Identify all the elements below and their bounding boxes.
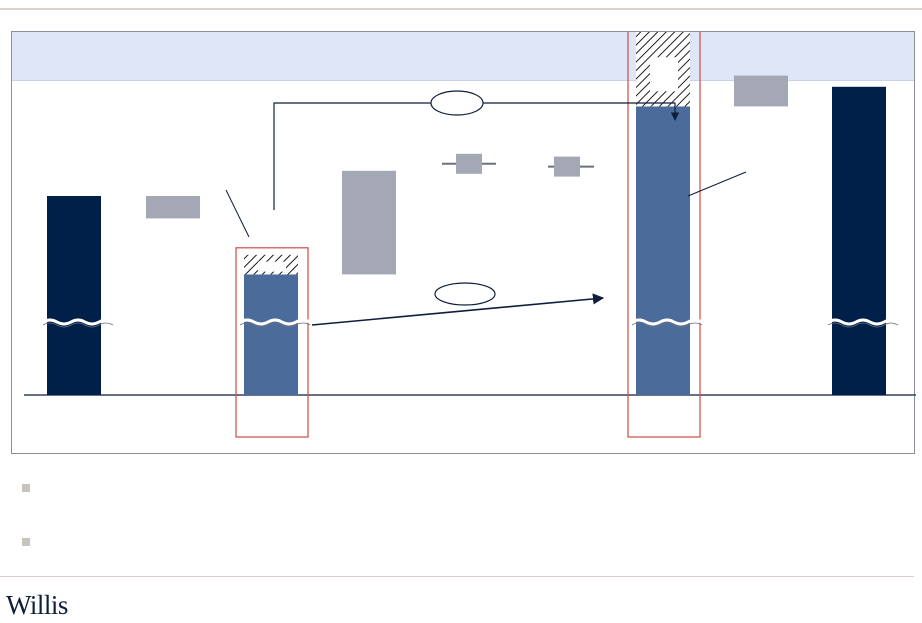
straight-arrow-label-oval xyxy=(434,282,496,306)
highlight-frame xyxy=(627,32,701,438)
straight-arrow xyxy=(311,293,605,326)
axis-break-outline xyxy=(827,322,899,328)
leader-line xyxy=(225,189,250,238)
bullet-list xyxy=(22,478,902,586)
willis-logo: Willis xyxy=(6,590,68,620)
bullet-marker-icon xyxy=(22,538,30,546)
bottom-divider xyxy=(0,576,914,577)
change-box xyxy=(342,170,396,275)
hatched-label-box xyxy=(650,57,678,92)
waterfall-chart xyxy=(24,32,916,438)
change-box xyxy=(734,75,788,107)
end-bar xyxy=(832,86,886,396)
axis-break-outline xyxy=(631,322,703,328)
start-bar xyxy=(47,196,101,395)
range-box xyxy=(456,153,482,174)
change-box xyxy=(146,196,200,219)
top-divider xyxy=(0,8,922,10)
axis-break-mark xyxy=(631,318,703,326)
chart-panel-header xyxy=(12,32,914,81)
axis-break-mark xyxy=(239,318,311,326)
bullet-item xyxy=(22,478,902,532)
highlighted-bar xyxy=(636,106,690,396)
axis-break-mark xyxy=(42,318,114,326)
axis-break-mark xyxy=(827,318,899,326)
bracket-arrow-label-oval xyxy=(430,90,484,116)
leader-line xyxy=(687,171,747,197)
highlighted-bar xyxy=(244,274,298,395)
chart-panel xyxy=(11,31,916,454)
axis-break-outline xyxy=(42,322,114,328)
bullet-item xyxy=(22,532,902,586)
bullet-marker-icon xyxy=(22,484,30,492)
axis-break-outline xyxy=(239,322,311,328)
hatched-label-box xyxy=(258,261,286,272)
highlight-frame xyxy=(235,247,309,438)
range-box xyxy=(554,156,580,177)
